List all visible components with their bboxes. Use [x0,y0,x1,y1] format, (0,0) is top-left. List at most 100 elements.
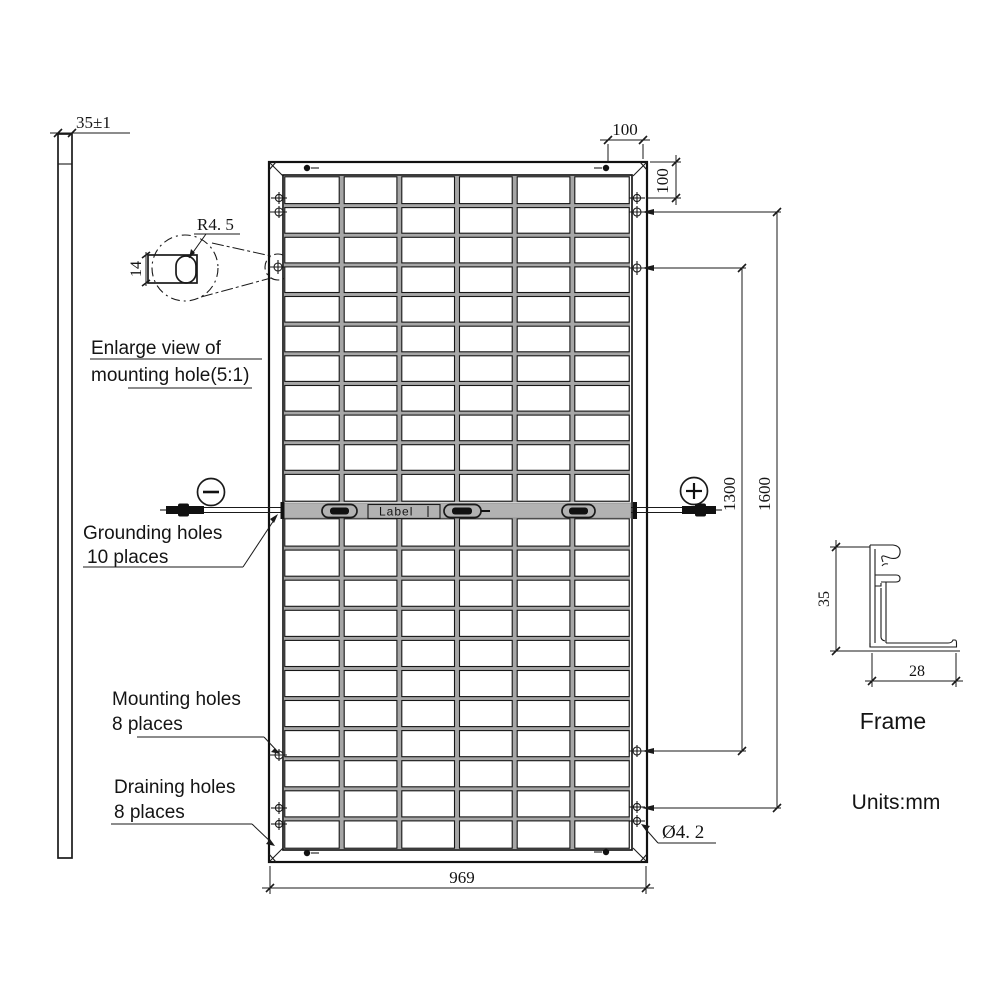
solar-cell [284,384,340,412]
solar-cell [284,236,340,264]
units-note: Units:mm [852,791,941,814]
detail-boundary-circle [151,234,219,302]
cable-entry-right [633,502,637,519]
solar-cell [343,820,398,849]
solar-cell [284,609,340,637]
solar-cell [343,730,398,758]
solar-cell [574,609,630,637]
solar-cell [284,444,340,471]
solar-cell [284,295,340,323]
solar-cell [284,325,340,353]
solar-cell [458,549,513,577]
panel-width-text: 969 [449,868,475,887]
solar-cell [516,669,571,698]
cell-grid [284,176,630,849]
solar-cell [458,669,513,698]
dimension-top-edge-offset: 100 [646,155,681,205]
solar-cell [574,384,630,412]
solar-cell [516,699,571,728]
solar-cell [458,473,513,502]
solar-cell [284,820,340,849]
solar-cell [458,444,513,471]
panel-front-view: Label [267,160,649,864]
thickness-dim-text: 35±1 [76,113,111,132]
solar-cell [401,207,456,234]
solar-cell [284,639,340,668]
dimension-frame-foot: 28 [865,653,963,687]
solar-cell [516,790,571,818]
solar-cell [458,790,513,818]
solar-cell [516,414,571,442]
junction-box-3 [561,503,596,519]
mounting-hole-detail: 14 R4. 5 Enlarge view of mounting hole(5… [90,215,292,389]
solar-cell [574,699,630,728]
grounding-label-line1: Grounding holes [83,523,222,544]
solar-cell [516,295,571,323]
solar-cell [401,639,456,668]
solar-cell [401,518,456,547]
solar-cell [343,444,398,471]
dimension-top-offset: 100 [600,120,650,162]
detail-height-text: 14 [128,261,145,277]
hole-symbol [271,818,287,830]
solar-cell [574,444,630,471]
hole-symbol [629,261,647,275]
solar-cell [574,266,630,294]
solar-cell [574,760,630,788]
solar-cell [284,579,340,607]
solar-cell [458,820,513,849]
solar-cell [574,639,630,668]
draining-label-line1: Draining holes [114,777,235,798]
solar-cell [401,579,456,607]
solar-cell [516,176,571,205]
junction-box-2-connector [452,507,472,515]
edge-drain-dots [303,164,610,857]
solar-cell [458,325,513,353]
plus-terminal-icon [679,476,709,506]
solar-cell [343,639,398,668]
solar-cell [401,820,456,849]
dimension-thickness: 35±1 [50,113,130,138]
solar-cell [458,295,513,323]
plus-cable [631,502,722,519]
hole-symbol [271,802,287,814]
callout-draining: Draining holes 8 places [111,777,275,846]
solar-cell [401,790,456,818]
solar-cell [458,266,513,294]
solar-cell [284,207,340,234]
cell-gap-backing-top [284,176,630,502]
solar-cell [343,236,398,264]
junction-bar: Label [283,502,632,520]
solar-cell [343,609,398,637]
solar-cell [343,266,398,294]
solar-cell [401,176,456,205]
solar-cell [516,518,571,547]
cable-entry-left [280,502,285,519]
junction-box-1-connector [330,507,349,515]
detail-radius-text: R4. 5 [197,215,234,234]
dimension-panel-width: 969 [262,866,654,894]
solar-cell [401,473,456,502]
detail-frame-rect [147,254,198,284]
minus-terminal-icon [196,477,226,507]
junction-box-3-connector [569,507,588,515]
solar-cell [401,549,456,577]
solar-cell [284,266,340,294]
junction-box-1 [321,503,358,519]
solar-cell [401,236,456,264]
solar-cell [574,669,630,698]
label-text: Label [379,505,413,519]
hole-symbol [269,260,287,274]
solar-cell [458,207,513,234]
solar-cell [458,518,513,547]
solar-cell [574,176,630,205]
solar-cell [284,730,340,758]
solar-cell [458,355,513,382]
solar-cell [343,518,398,547]
solar-cell [574,549,630,577]
hole-symbol [629,745,647,757]
solar-cell [284,414,340,442]
solar-cell [343,384,398,412]
grounding-label-line2: 10 places [87,547,168,568]
